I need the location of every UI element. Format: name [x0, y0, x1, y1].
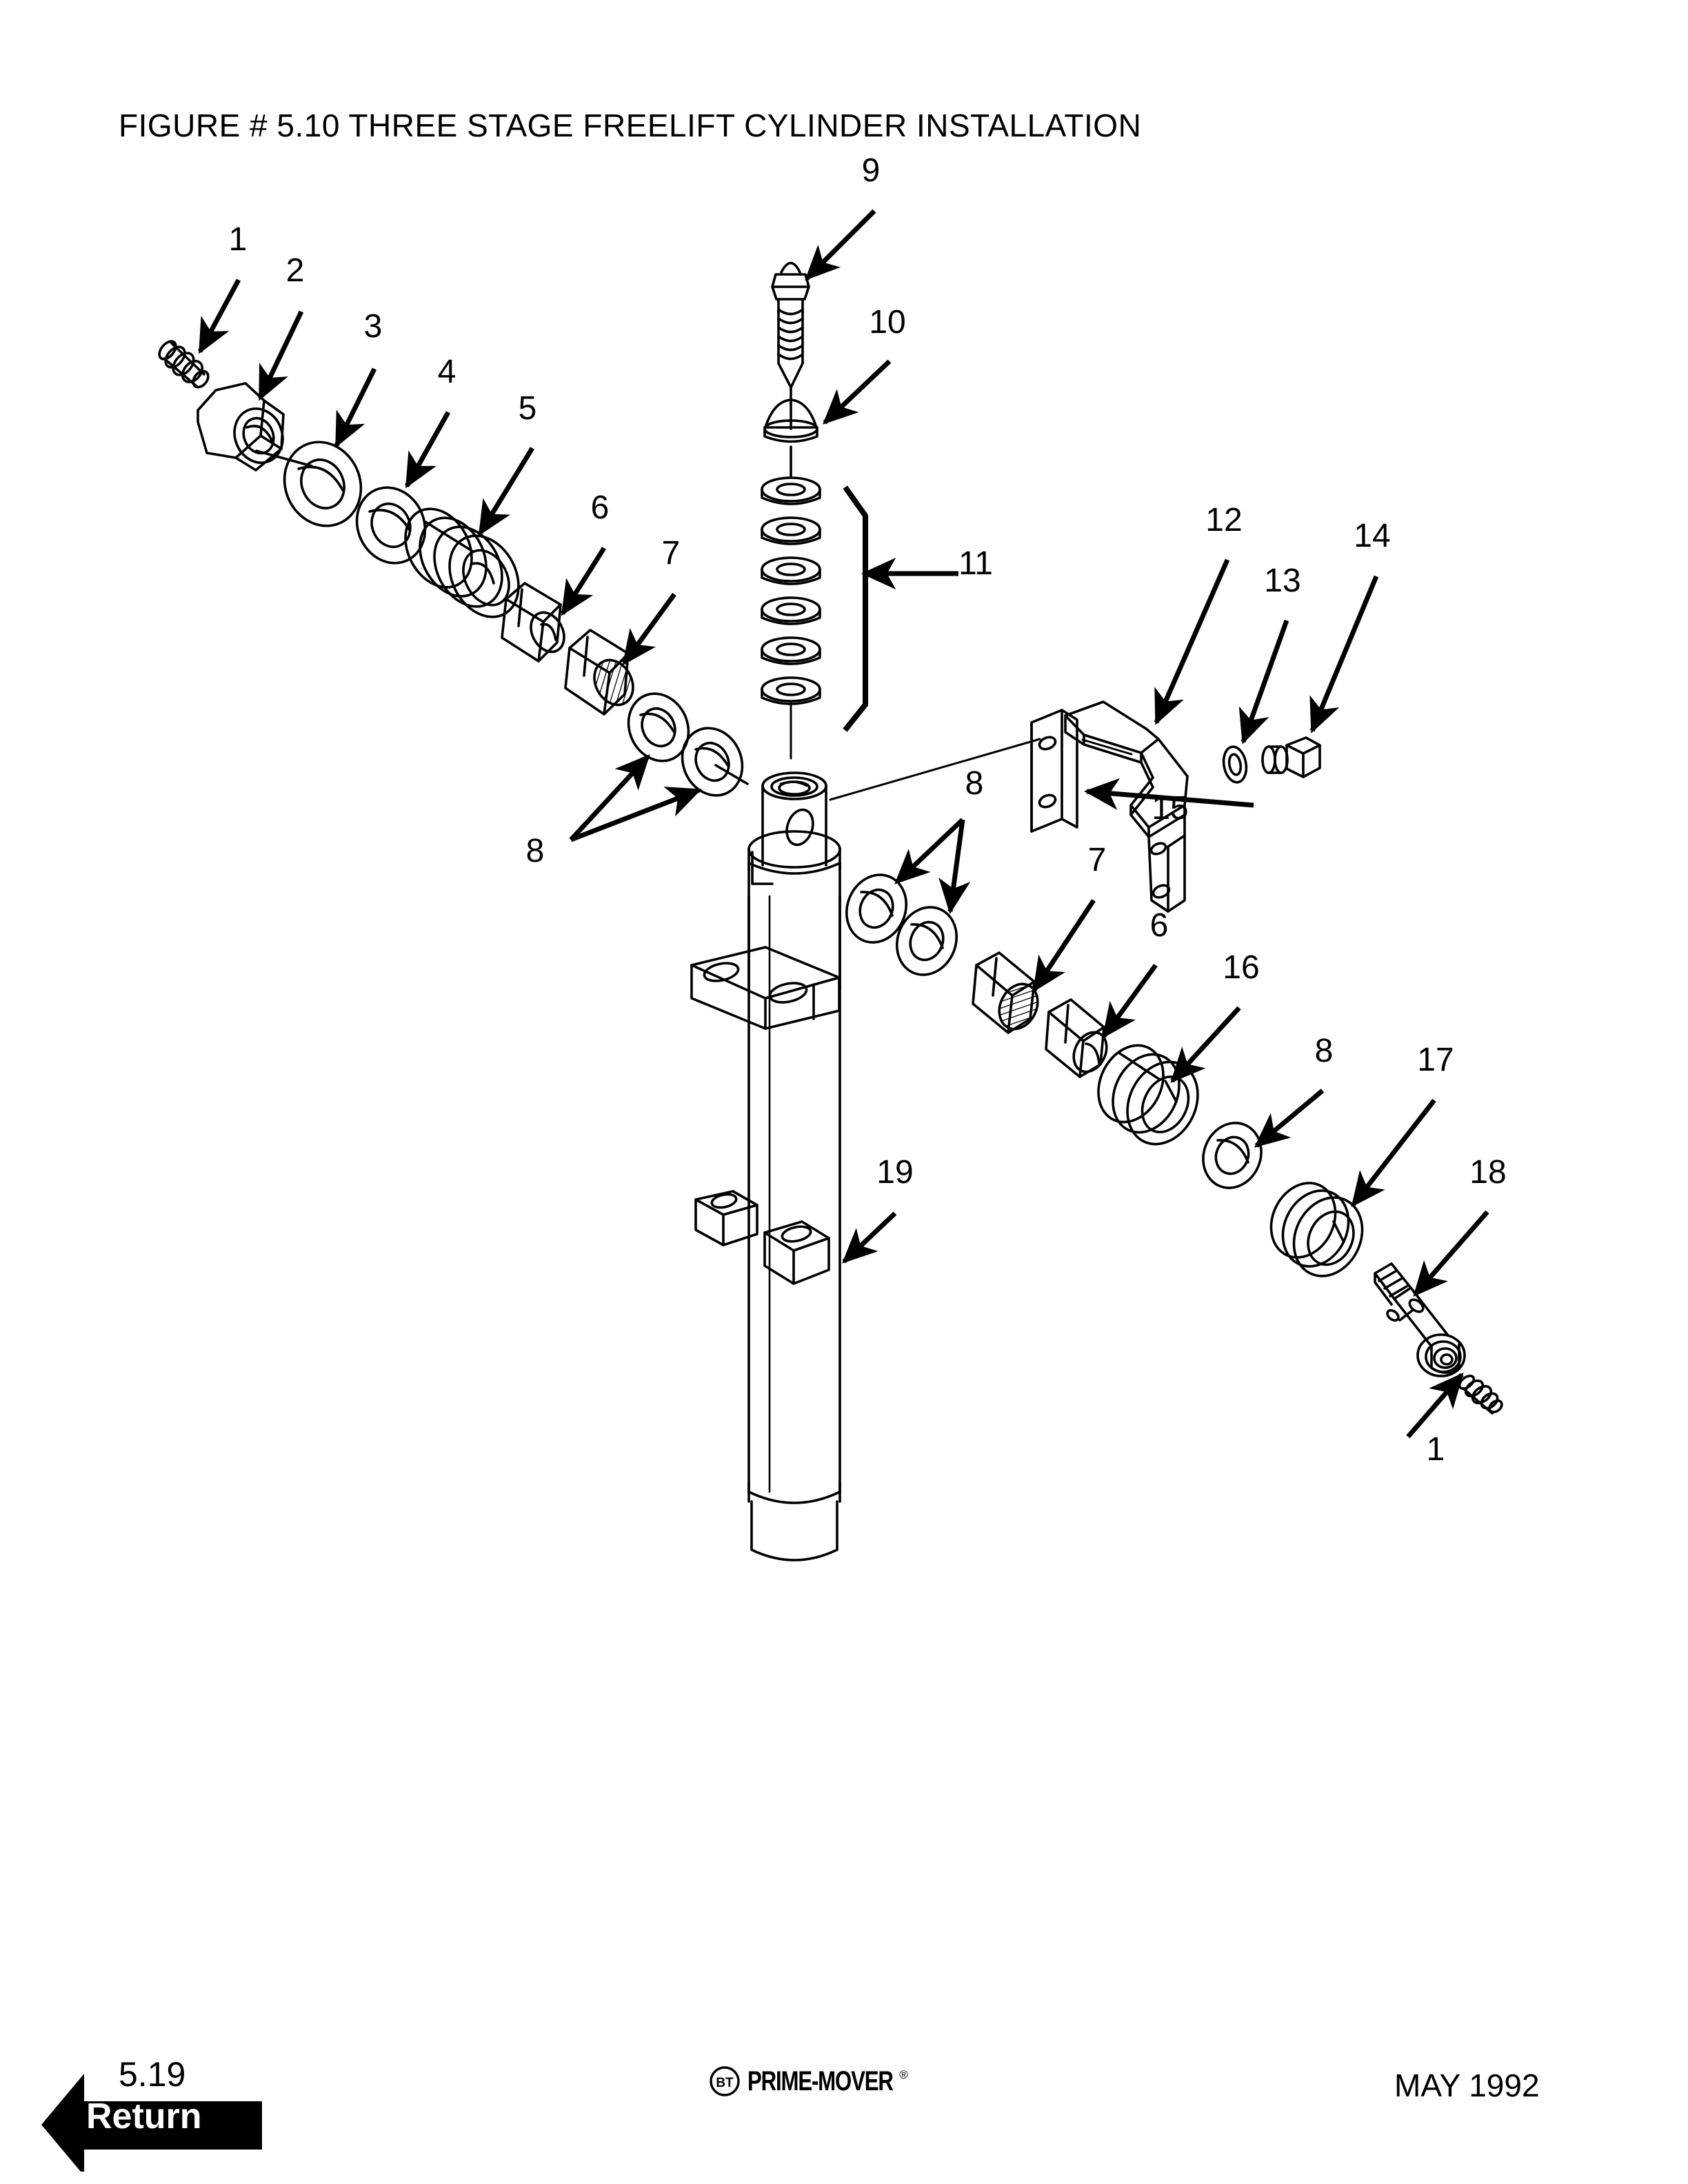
part-washer-8-right-c [1202, 1122, 1263, 1189]
part-hex-nut [197, 382, 313, 472]
leader-19 [842, 1211, 897, 1264]
leader-3 [334, 367, 377, 448]
callout-9: 9 [862, 152, 881, 189]
stack-washer [761, 476, 821, 505]
callout-1-left: 1 [229, 221, 248, 258]
part-washer-3 [283, 441, 363, 527]
part-sleeve-6-left [501, 582, 565, 663]
callout-1-right: 1 [1427, 1431, 1445, 1468]
leader-6a [561, 547, 606, 616]
leader-4 [404, 411, 451, 489]
callout-15: 15 [1152, 790, 1188, 827]
registered-trademark-icon: ® [899, 2068, 908, 2081]
return-arrow-icon [41, 2074, 262, 2176]
callout-14: 14 [1354, 518, 1390, 554]
part-hex-bolt-14 [1261, 736, 1321, 778]
leader-6b [1102, 963, 1158, 1039]
brand-name: PRIME-MOVER [747, 2065, 894, 2096]
callout-17: 17 [1417, 1042, 1454, 1078]
callout-2: 2 [286, 252, 305, 289]
bracket-11 [843, 485, 868, 732]
callout-19: 19 [876, 1154, 913, 1191]
part-seal-ring-stack-5 [404, 507, 520, 618]
return-button[interactable] [41, 2061, 262, 2176]
leader-15 [1083, 778, 1254, 810]
part-washer-4 [355, 486, 427, 565]
callout-7-right: 7 [1088, 842, 1107, 878]
part-washer-8-right-a [845, 873, 908, 944]
callout-8-left: 8 [526, 833, 545, 869]
part-tapping-screw-9 [771, 261, 810, 405]
callout-8-right: 8 [965, 765, 984, 802]
callout-3: 3 [364, 308, 383, 345]
leader-1-left [197, 279, 241, 354]
part-washer-stack-11 [761, 476, 821, 760]
part-washer-8-left-b [681, 727, 749, 797]
callout-labels: 1 2 3 4 5 6 7 8 9 10 11 12 13 14 15 8 7 … [229, 152, 1507, 1468]
brand-logo: BT PRIME-MOVER ® [709, 2065, 908, 2097]
stack-washer [761, 556, 821, 585]
page-title: FIGURE # 5.10 THREE STAGE FREELIFT CYLIN… [119, 108, 1142, 143]
callout-10: 10 [869, 304, 905, 341]
callout-11: 11 [958, 545, 993, 582]
stack-washer [761, 596, 821, 625]
bt-badge-icon: BT [710, 2066, 740, 2096]
page-footer: Return 5.19 BT PRIME-MOVER ® MAY 1992 [0, 2041, 1688, 2178]
part-end-fitting-18 [1374, 1262, 1466, 1377]
part-lock-washer-13 [1222, 745, 1248, 784]
part-cap-10 [763, 398, 818, 477]
leader-5 [478, 447, 534, 536]
svg-text:BT: BT [716, 2076, 734, 2090]
leader-18 [1413, 1210, 1489, 1297]
callout-13: 13 [1264, 563, 1300, 599]
part-mounting-plate-15 [1030, 709, 1078, 833]
stack-washer [761, 516, 821, 545]
leader-7b [1032, 899, 1096, 993]
callout-12: 12 [1205, 502, 1242, 538]
stack-washer [761, 636, 821, 665]
leader-13 [1238, 619, 1289, 745]
page-number: 5.19 [119, 2055, 186, 2094]
leader-8-right-branches [894, 818, 971, 914]
leader-7a [622, 592, 676, 666]
part-bushing-7-left [564, 629, 634, 716]
leader-17 [1351, 1098, 1436, 1208]
return-button-label: Return [86, 2096, 202, 2136]
leader-12 [1154, 558, 1230, 725]
leader-8c [1254, 1089, 1325, 1148]
part-grease-fitting-right [1458, 1374, 1503, 1415]
part-cylinder-body-19 [690, 771, 841, 1561]
callout-5: 5 [519, 390, 537, 427]
callout-16: 16 [1223, 949, 1259, 986]
leader-16 [1170, 1006, 1241, 1083]
callout-18: 18 [1469, 1154, 1506, 1191]
callout-4: 4 [438, 354, 456, 390]
part-sheet-bracket-12 [1064, 700, 1189, 913]
leader-2 [257, 310, 304, 401]
part-grease-fitting-left [158, 340, 210, 389]
part-washer-8-right-b [895, 906, 958, 976]
leader-14 [1309, 575, 1379, 734]
stack-washer [761, 676, 821, 705]
leader-9 [805, 209, 876, 281]
part-washer-8-left-a [627, 692, 690, 762]
callout-6-left: 6 [591, 489, 610, 526]
callout-8-far: 8 [1315, 1033, 1334, 1069]
part-seal-ring-stack-17 [1269, 1182, 1364, 1277]
leader-10 [823, 359, 892, 425]
callout-7-left: 7 [662, 535, 681, 572]
part-bushing-7-right [972, 951, 1039, 1034]
part-sleeve-6-right [1045, 998, 1108, 1078]
leader-8-left-branches [569, 754, 702, 842]
document-date: MAY 1992 [1394, 2067, 1540, 2103]
callout-6-right: 6 [1150, 907, 1169, 944]
leader-1-right [1406, 1372, 1464, 1439]
